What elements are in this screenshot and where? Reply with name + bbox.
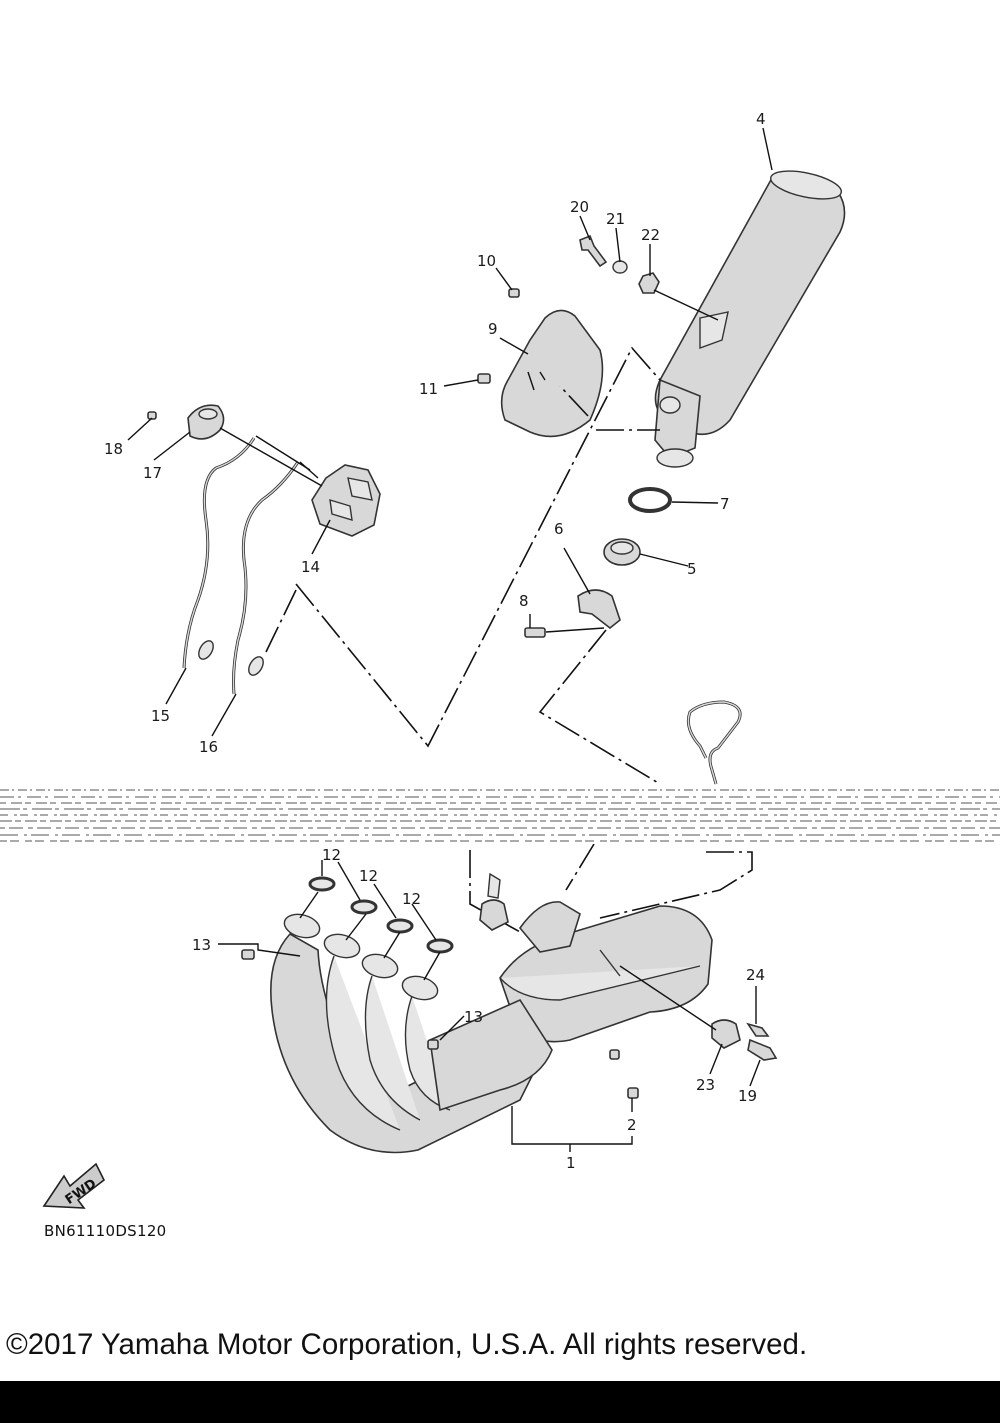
callout-24: 24 [746, 966, 765, 984]
gasket-part-12[interactable] [308, 876, 454, 954]
callout-12c: 12 [402, 890, 421, 908]
bolt-part-20[interactable] [579, 234, 608, 268]
bolt-part-2[interactable] [609, 1049, 639, 1099]
callout-9: 9 [488, 320, 498, 338]
leader-lines [127, 127, 773, 737]
bolt-part-13[interactable] [241, 949, 439, 1050]
screw-part-11[interactable] [477, 373, 491, 384]
screw-part-18[interactable] [147, 411, 157, 420]
leader-lines-lower [218, 860, 761, 1152]
callout-4: 4 [756, 110, 766, 128]
callout-8: 8 [519, 592, 529, 610]
callout-5: 5 [687, 560, 697, 578]
exhaust-valve-actuator-part-14[interactable] [311, 464, 381, 537]
callout-15: 15 [151, 707, 170, 725]
callout-6: 6 [554, 520, 564, 538]
callout-13a: 13 [192, 936, 211, 954]
callout-19: 19 [738, 1087, 757, 1105]
bracket-part-6[interactable] [577, 589, 621, 630]
nut-part-22[interactable] [638, 272, 660, 294]
sensor-wire [686, 700, 742, 785]
callout-12a: 12 [322, 846, 341, 864]
bolt-part-24[interactable] [746, 1022, 770, 1037]
callout-7: 7 [720, 495, 730, 513]
callout-10: 10 [477, 252, 496, 270]
callout-2: 2 [627, 1116, 637, 1134]
bolt-part-8[interactable] [524, 627, 546, 638]
callout-14: 14 [301, 558, 320, 576]
callout-1: 1 [566, 1154, 576, 1172]
bottom-bar [0, 1381, 1000, 1423]
gasket-part-7[interactable] [628, 487, 672, 513]
cable-part-16[interactable] [232, 461, 300, 695]
bracket-part-23[interactable] [711, 1019, 741, 1049]
callout-12b: 12 [359, 867, 378, 885]
callout-18: 18 [104, 440, 123, 458]
scan-band [0, 786, 1000, 844]
callout-labels: 4 20 21 22 10 9 11 18 17 7 6 5 14 8 15 1… [104, 110, 766, 1172]
callout-11: 11 [419, 380, 438, 398]
cable-part-15[interactable] [182, 437, 256, 669]
callout-16: 16 [199, 738, 218, 756]
washer-part-21[interactable] [612, 260, 628, 274]
callout-21: 21 [606, 210, 625, 228]
bolt-part-19[interactable] [747, 1038, 778, 1061]
clamp-part-5[interactable] [603, 538, 641, 566]
muffler-protector-part-9[interactable] [500, 309, 604, 438]
callout-20: 20 [570, 198, 589, 216]
callout-17: 17 [143, 464, 162, 482]
callout-22: 22 [641, 226, 660, 244]
screw-part-10[interactable] [508, 288, 520, 298]
cover-part-17[interactable] [187, 404, 225, 440]
copyright-notice: ©2017 Yamaha Motor Corporation, U.S.A. A… [6, 1328, 808, 1361]
diagram-code: BN61110DS120 [44, 1222, 167, 1240]
callout-23: 23 [696, 1076, 715, 1094]
muffler-part-4[interactable] [654, 166, 846, 468]
fwd-arrow-icon: FWD [42, 1162, 106, 1209]
callout-13b: 13 [464, 1008, 483, 1026]
exhaust-pipe-assembly-part-1[interactable] [270, 872, 713, 1154]
